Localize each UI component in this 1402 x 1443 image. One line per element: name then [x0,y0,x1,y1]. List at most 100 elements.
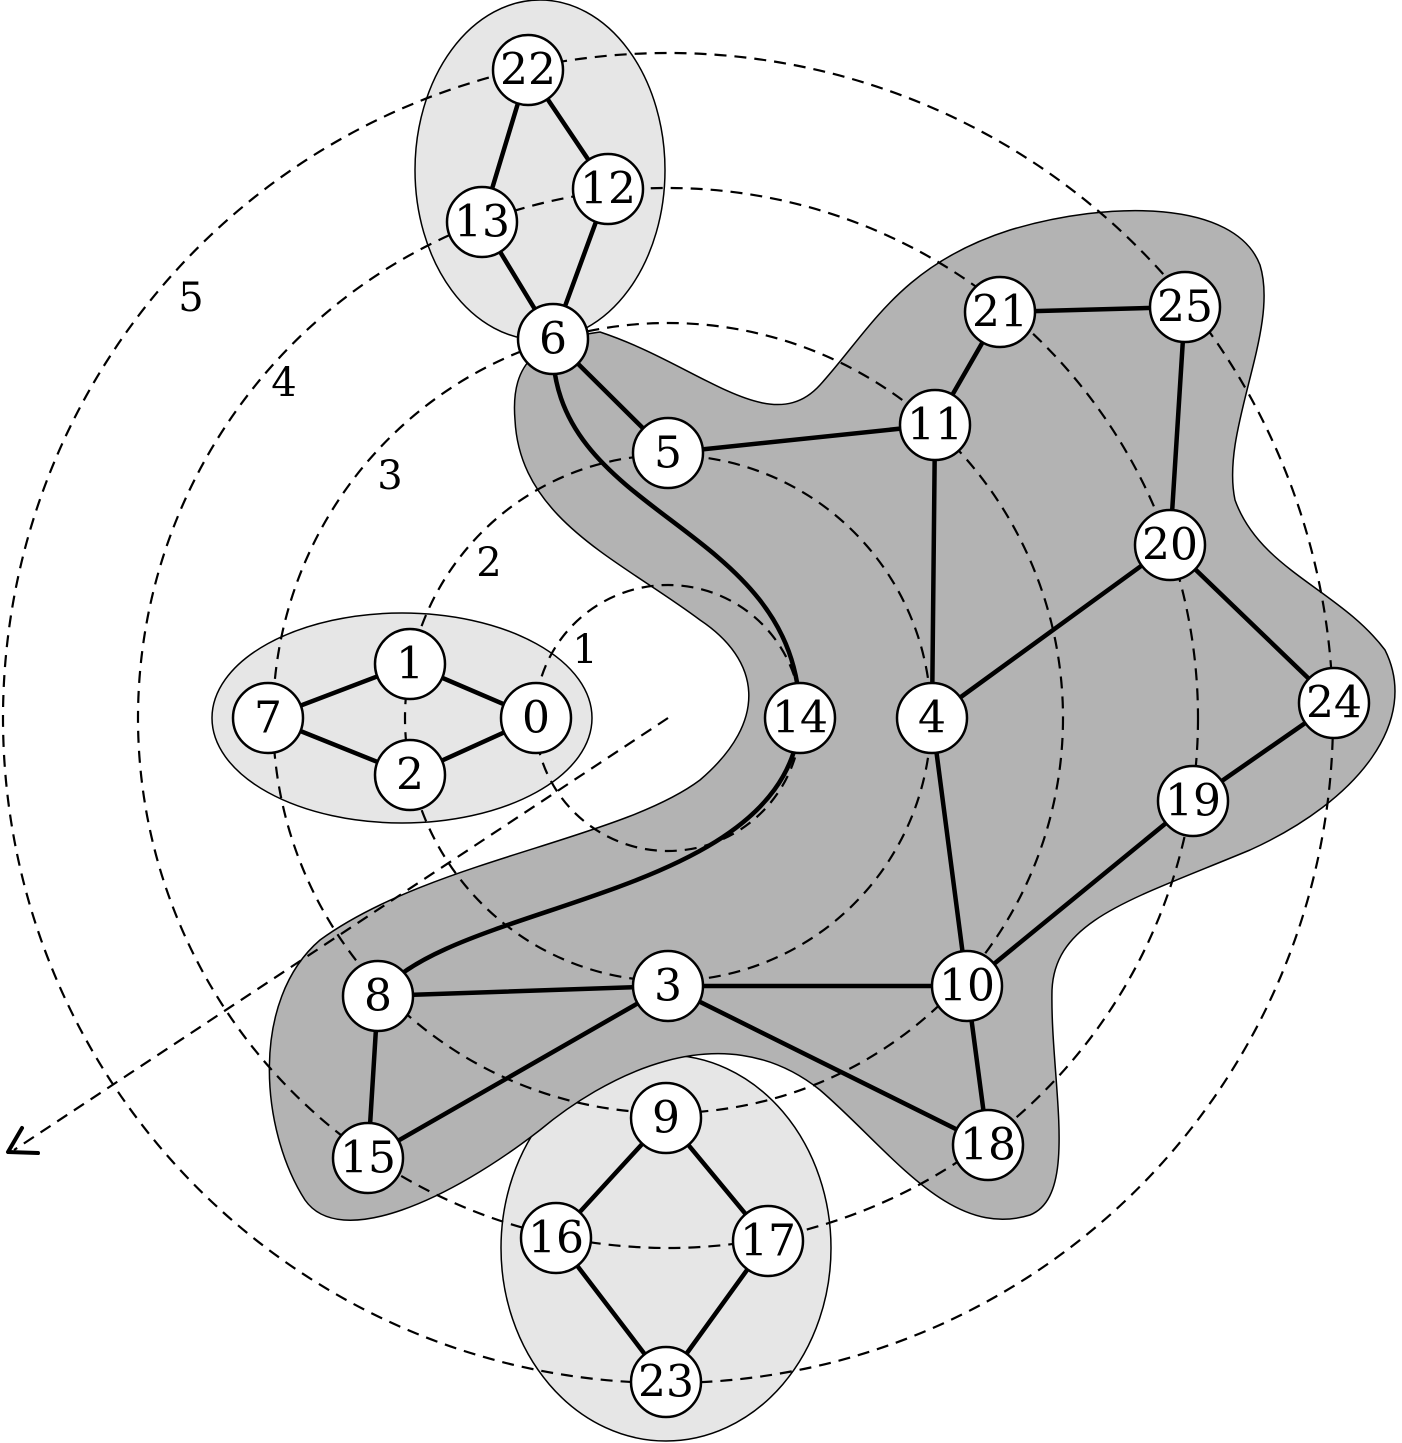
ring-label-1: 1 [572,627,597,673]
ring-label-3: 3 [377,453,402,499]
node-circle [491,33,565,107]
node-circle [231,681,305,755]
node-label: 0 [522,693,550,744]
node-3: 3 [631,949,705,1023]
node-12: 12 [571,152,645,226]
node-label: 20 [1142,520,1198,571]
node-2: 2 [373,738,447,812]
node-4: 4 [895,681,969,755]
node-circle [731,1204,805,1278]
ring-label-4: 4 [271,360,296,406]
node-label: 16 [528,1213,584,1264]
node-circle [571,152,645,226]
node-15: 15 [331,1121,405,1195]
node-circle [373,627,447,701]
node-6: 6 [516,302,590,376]
node-21: 21 [963,275,1037,349]
node-label: 15 [340,1133,396,1184]
node-11: 11 [898,388,972,462]
edge-19-10 [964,798,1196,989]
node-18: 18 [951,1108,1025,1182]
node-circle [445,185,519,259]
node-circle [341,959,415,1033]
node-22: 22 [491,33,565,107]
edge-20-24 [1167,542,1337,706]
node-circle [499,681,573,755]
node-circle [631,949,705,1023]
node-label: 12 [580,164,636,215]
node-label: 18 [960,1120,1016,1171]
edge-8-3 [375,983,671,999]
node-circle [930,949,1004,1023]
ring-label-5: 5 [178,275,203,321]
node-8: 8 [341,959,415,1033]
ring-labels: 1 2 3 4 5 [178,275,597,673]
cluster-left [211,612,593,824]
ring-label-2: 2 [476,540,501,586]
node-5: 5 [631,416,705,490]
node-circle [519,1201,593,1275]
node-14: 14 [763,681,837,755]
node-circle [963,275,1037,349]
node-circle [1148,270,1222,344]
radial-arrow [6,717,669,1155]
node-label: 8 [364,971,392,1022]
arrow-head [6,1126,40,1155]
node-label: 21 [972,287,1028,338]
edge-14-8 [375,715,803,999]
node-10: 10 [930,949,1004,1023]
node-circle [898,388,972,462]
node-circle [1156,764,1230,838]
node-label: 10 [939,961,995,1012]
node-label: 24 [1306,678,1362,729]
edge-3-18 [665,983,991,1148]
node-label: 13 [454,197,510,248]
node-1: 1 [373,627,447,701]
node-25: 25 [1148,270,1222,344]
node-label: 23 [638,1357,694,1408]
edge-11-4 [929,422,938,721]
node-circle [331,1121,405,1195]
edge-5-11 [665,422,938,456]
node-circle [629,1081,703,1155]
node-circle [763,681,837,755]
node-circle [895,681,969,755]
node-9: 9 [629,1081,703,1155]
node-0: 0 [499,681,573,755]
arrow-shaft [13,717,669,1151]
node-circle [1133,508,1207,582]
edge-4-10 [929,715,970,989]
node-17: 17 [731,1204,805,1278]
node-23: 23 [629,1345,703,1419]
node-13: 13 [445,185,519,259]
edge-25-20 [1167,304,1188,548]
edge-4-20 [929,542,1173,721]
node-circle [516,302,590,376]
node-20: 20 [1133,508,1207,582]
node-7: 7 [231,681,305,755]
node-label: 4 [918,693,946,744]
node-16: 16 [519,1201,593,1275]
node-label: 3 [654,961,682,1012]
ring-4 [136,186,1200,1250]
node-label: 14 [772,693,828,744]
node-label: 17 [740,1216,796,1267]
node-label: 1 [396,639,424,690]
node-label: 25 [1157,282,1213,333]
node-19: 19 [1156,764,1230,838]
node-label: 19 [1165,776,1221,827]
node-label: 6 [539,314,567,365]
node-label: 11 [907,400,963,451]
node-circle [1297,666,1371,740]
node-circle [629,1345,703,1419]
node-label: 9 [652,1093,680,1144]
edge-6-14 [550,336,803,721]
node-label: 5 [654,428,682,479]
node-label: 22 [500,45,556,96]
node-circle [631,416,705,490]
node-circle [951,1108,1025,1182]
node-24: 24 [1297,666,1371,740]
node-label: 7 [254,693,282,744]
